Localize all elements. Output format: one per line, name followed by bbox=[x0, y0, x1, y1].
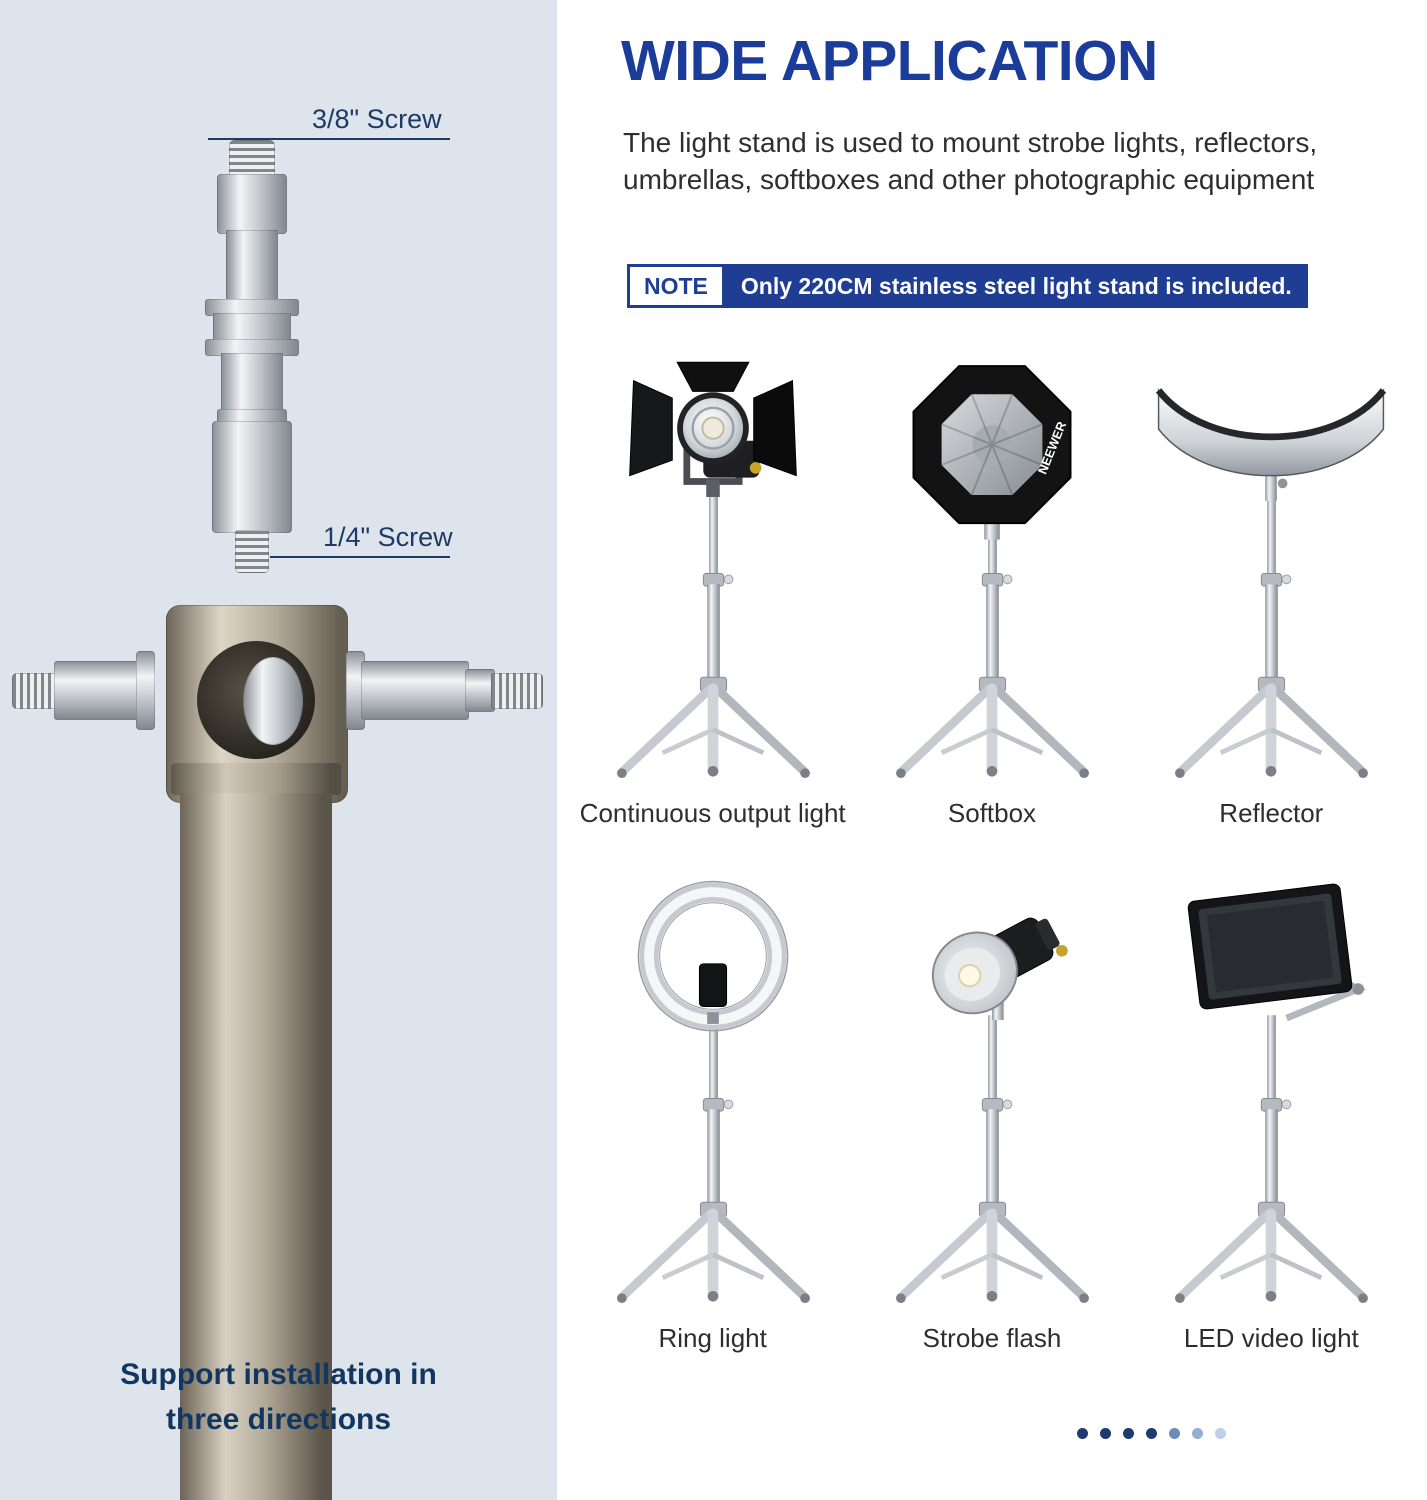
reflector-illustration bbox=[1156, 388, 1387, 798]
spigot-segment bbox=[217, 174, 287, 234]
right-screw-thread bbox=[491, 673, 543, 709]
application-item: LED video light bbox=[1145, 877, 1397, 1354]
page-title: WIDE APPLICATION bbox=[621, 29, 1158, 93]
spigot-segment bbox=[213, 313, 291, 343]
item-caption: Ring light bbox=[658, 1323, 767, 1353]
barndoor-light-icon bbox=[628, 361, 797, 497]
item-caption: Reflector bbox=[1219, 798, 1324, 828]
caption-line-1: Support installation in bbox=[120, 1358, 437, 1391]
application-item: Strobe flash bbox=[866, 877, 1118, 1354]
left-panel-caption: Support installation in three directions bbox=[0, 1352, 557, 1442]
product-detail-panel: 3/8" Screw 1/4" Screw Support installati… bbox=[0, 0, 557, 1500]
led-video-light-illustration bbox=[1145, 883, 1397, 1323]
right-step bbox=[465, 669, 495, 712]
pagination-dot[interactable] bbox=[1146, 1428, 1157, 1439]
strobe-flash-icon bbox=[931, 917, 1068, 1021]
softbox-icon: NEEWER bbox=[912, 365, 1072, 540]
pagination-dot[interactable] bbox=[1192, 1428, 1203, 1439]
center-spigot bbox=[243, 657, 303, 745]
application-item: Continuous output light bbox=[580, 352, 846, 829]
application-grid: Continuous output light NEEWER Softbox bbox=[573, 352, 1411, 1354]
screw-label-3-8: 3/8" Screw bbox=[312, 104, 442, 134]
spigot-segment bbox=[226, 230, 278, 303]
ring-light-icon bbox=[637, 880, 789, 1032]
note-message: Only 220CM stainless steel light stand i… bbox=[724, 264, 1308, 308]
screw-label-1-4: 1/4" Screw bbox=[323, 522, 453, 552]
softbox-illustration: NEEWER bbox=[866, 365, 1118, 798]
strobe-flash-illustration bbox=[866, 917, 1118, 1323]
ring-light-illustration bbox=[587, 880, 839, 1323]
screw-thread-3-8 bbox=[229, 140, 275, 178]
spigot-segment bbox=[212, 421, 292, 533]
item-caption: LED video light bbox=[1183, 1323, 1359, 1353]
left-spigot-arm bbox=[54, 661, 140, 720]
application-item: NEEWER Softbox bbox=[866, 352, 1118, 829]
item-caption: Continuous output light bbox=[579, 798, 846, 828]
led-panel-icon bbox=[1188, 883, 1367, 1022]
screw-thread-1-4 bbox=[235, 530, 269, 573]
reflector-icon bbox=[1156, 388, 1387, 501]
stand-pole bbox=[180, 793, 332, 1500]
caption-line-2: three directions bbox=[165, 1403, 392, 1436]
left-screw-thread bbox=[12, 673, 58, 709]
pagination-dot[interactable] bbox=[1077, 1428, 1088, 1439]
drum-collar bbox=[171, 763, 341, 795]
right-spigot-arm bbox=[361, 661, 469, 720]
pagination-dot[interactable] bbox=[1100, 1428, 1111, 1439]
pagination-dot[interactable] bbox=[1169, 1428, 1180, 1439]
spigot-segment bbox=[221, 353, 283, 413]
pagination-dot[interactable] bbox=[1123, 1428, 1134, 1439]
left-flange bbox=[136, 651, 155, 730]
application-item: Reflector bbox=[1145, 352, 1397, 829]
leader-line bbox=[270, 556, 450, 558]
description-text: The light stand is used to mount strobe … bbox=[623, 127, 1318, 196]
wide-application-panel: WIDE APPLICATION The light stand is used… bbox=[557, 0, 1427, 1500]
leader-line bbox=[208, 138, 450, 140]
continuous-output-light-illustration bbox=[587, 361, 839, 798]
item-caption: Softbox bbox=[947, 798, 1037, 828]
pagination-dots[interactable] bbox=[1077, 1428, 1226, 1439]
item-caption: Strobe flash bbox=[922, 1323, 1062, 1353]
note-banner: NOTE Only 220CM stainless steel light st… bbox=[627, 264, 1308, 308]
application-item: Ring light bbox=[587, 877, 839, 1354]
pagination-dot[interactable] bbox=[1215, 1428, 1226, 1439]
note-badge: NOTE bbox=[627, 264, 725, 308]
